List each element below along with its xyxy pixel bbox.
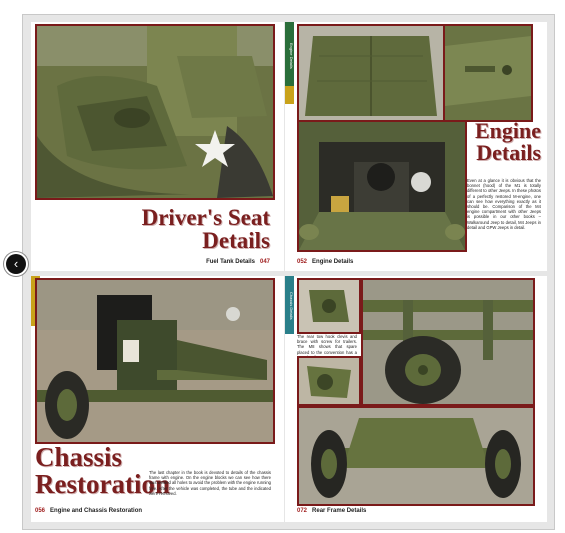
footer-page-number: 052 <box>297 259 308 265</box>
title-line-2: Details <box>202 228 270 253</box>
chapter-tab-label: Chassis Details <box>289 292 294 320</box>
chapter-tab: Chassis Details <box>285 276 294 334</box>
footer-label: Fuel Tank Details <box>206 259 255 265</box>
page-footer: 052 Engine Details <box>297 259 353 265</box>
chapter-tab: Engine Details <box>285 22 294 88</box>
page-footer: 056 Engine and Chassis Restoration <box>35 508 142 514</box>
bonnet-photo <box>297 24 445 122</box>
footer-page-number: 056 <box>35 508 46 514</box>
page-engine-details: Engine Details <box>285 22 547 271</box>
chassis-title: Chassis Restoration <box>35 444 170 498</box>
rear-axle-photo <box>361 278 535 406</box>
engine-body-text: Even at a glance it is obvious that the … <box>467 178 541 230</box>
title-line-1: Driver's Seat <box>141 205 270 230</box>
tab-accent <box>285 86 294 104</box>
hood-latch-photo <box>443 24 533 122</box>
engine-bay-photo <box>297 120 467 252</box>
footer-label: Rear Frame Details <box>312 508 367 514</box>
page-rear-frame: Chassis Details The rear tow hook clevis… <box>285 276 547 522</box>
chapter-tab-label: Engine Details <box>289 43 294 69</box>
page-driver-seat: Driver's Seat Details Fuel Tank Details … <box>31 22 284 271</box>
pintle-photo <box>297 356 361 406</box>
page-footer: Fuel Tank Details 047 <box>206 259 270 265</box>
footer-label: Engine and Chassis Restoration <box>50 508 143 514</box>
driver-seat-title: Driver's Seat Details <box>142 206 270 252</box>
driver-seat-photo <box>35 24 275 200</box>
title-line-1: Chassis <box>35 442 123 472</box>
page-footer: 072 Rear Frame Details <box>297 508 366 514</box>
tow-hook-photo <box>297 278 361 334</box>
chassis-engine-photo <box>35 278 275 444</box>
footer-label: Engine Details <box>312 259 354 265</box>
book-preview-frame: Driver's Seat Details Fuel Tank Details … <box>22 14 555 530</box>
rear-frame-photo <box>297 406 535 506</box>
title-line-2: Details <box>476 140 541 165</box>
footer-page-number: 072 <box>297 508 308 514</box>
title-line-1: Engine <box>474 118 541 143</box>
title-line-2: Restoration <box>35 469 170 499</box>
chassis-body-text: The last chapter in the book is devoted … <box>149 470 271 496</box>
footer-page-number: 047 <box>259 259 270 265</box>
previous-page-button[interactable]: ‹ <box>6 254 26 274</box>
chevron-left-icon: ‹ <box>13 256 19 271</box>
page-chassis-restoration: Engine Details Chassis Restoration The l… <box>31 276 284 522</box>
engine-title: Engine Details <box>467 120 541 164</box>
